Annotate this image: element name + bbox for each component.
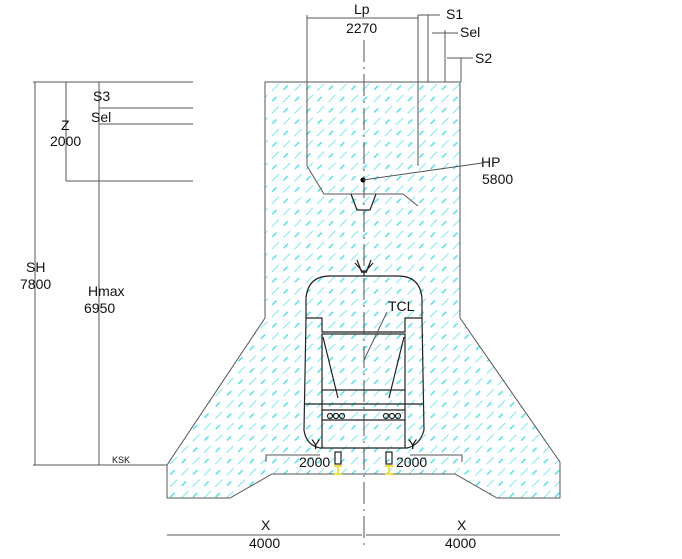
y-left-label: Y (311, 436, 321, 452)
tcl-label: TCL (388, 298, 415, 314)
hp-label: HP (481, 154, 500, 170)
sel-top-label: Sel (460, 24, 480, 40)
lp-dimension (306, 14, 473, 166)
hp-value: 5800 (482, 171, 513, 187)
x-left-label: X (261, 517, 271, 533)
z-value: 2000 (50, 133, 81, 149)
x-right-label: X (457, 517, 467, 533)
lp-label: Lp (354, 1, 370, 17)
tcl-leader (363, 311, 388, 361)
x-right-value: 4000 (445, 535, 476, 551)
hmax-value: 6950 (84, 300, 115, 316)
ksk-label: KSK (112, 455, 130, 465)
sh-label: SH (26, 259, 45, 275)
lp-value: 2270 (346, 20, 377, 36)
y-right-value: 2000 (396, 454, 427, 470)
sh-value: 7800 (20, 276, 51, 292)
x-left-value: 4000 (249, 535, 280, 551)
s3-label: S3 (93, 88, 110, 104)
y-right-label: Y (408, 436, 418, 452)
s2-label: S2 (475, 50, 492, 66)
rails (334, 465, 393, 475)
sel-left-label: Sel (91, 109, 111, 125)
s1-label: S1 (446, 6, 463, 22)
y-dimension (265, 454, 463, 462)
tram-vehicle (303, 259, 425, 465)
y-left-value: 2000 (299, 454, 330, 470)
z-label: Z (61, 117, 70, 133)
left-dimensions (33, 81, 193, 466)
hmax-label: Hmax (88, 283, 125, 299)
